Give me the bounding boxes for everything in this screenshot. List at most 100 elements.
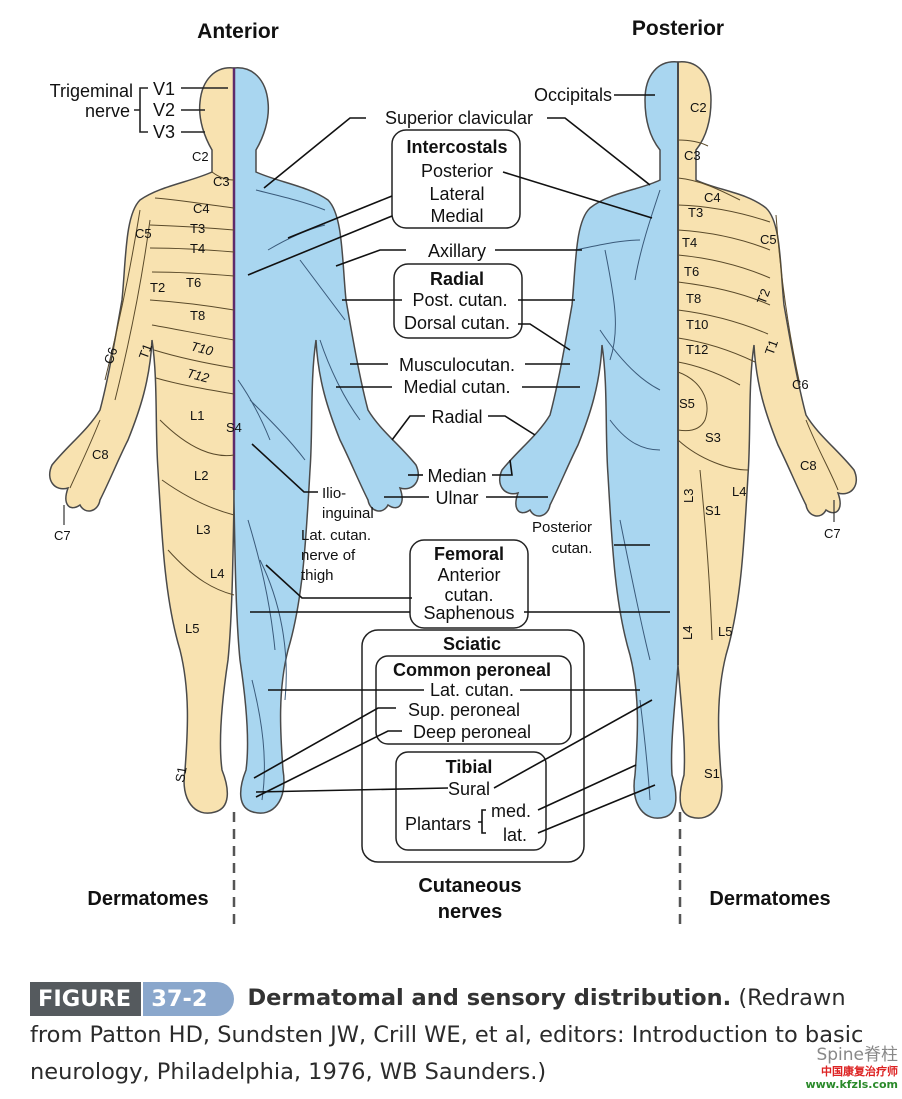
ant-dermatome-9: C6: [101, 345, 121, 366]
label-intercostals-medial: Medial: [430, 206, 483, 226]
nerve-boxes: [361, 129, 585, 863]
label-ulnar: Ulnar: [435, 488, 478, 508]
post-dermatome-7: T2: [754, 287, 773, 306]
label-saphenous: Saphenous: [423, 603, 514, 623]
post-dermatome-8: T8: [686, 291, 701, 306]
posterior-nerve-half: [498, 61, 679, 819]
post-dermatome-5: T4: [682, 235, 697, 250]
post-dermatome-22: S1: [704, 766, 720, 781]
posterior-dermatome-labels: C2 C3 C4 T3 C5 T4 T6 T2 T8 T10 T1 T12 C6…: [679, 100, 841, 781]
ant-dermatome-19: L4: [210, 566, 224, 581]
label-occipitals: Occipitals: [534, 85, 612, 105]
label-anterior-cutan-2: cutan.: [444, 585, 493, 605]
label-anterior-cutan-1: Anterior: [437, 565, 500, 585]
post-dermatome-21: L5: [718, 624, 732, 639]
post-dermatome-18: S1: [705, 503, 721, 518]
post-dermatome-16: L3: [681, 489, 696, 503]
leader-lines: [247, 94, 670, 834]
trigeminal-v2: V2: [153, 100, 175, 120]
ant-dermatome-3: C5: [135, 226, 152, 241]
label-latcut-thigh-3: thigh: [301, 567, 334, 584]
post-dermatome-0: C2: [690, 100, 707, 115]
label-plantar-med: med.: [491, 801, 531, 821]
nerve-labels: Occipitals Superior clavicular Intercost…: [385, 85, 612, 845]
label-radial: Radial: [431, 407, 482, 427]
post-dermatome-4: C5: [760, 232, 777, 247]
posterior-title: Posterior: [632, 17, 724, 40]
post-dermatome-20: L4: [680, 626, 695, 640]
anterior-figure: [48, 67, 420, 814]
dermatome-diagram: Anterior Posterior Trigeminal nerve V1 V…: [48, 17, 858, 930]
caption-text: (Redrawn from Patton HD, Sundsten JW, Cr…: [30, 985, 864, 1085]
post-dermatome-17: L4: [732, 484, 746, 499]
intercostals-box: [391, 129, 521, 229]
posterior-figure: [498, 61, 858, 819]
sciatic-box: [361, 629, 585, 863]
label-axillary: Axillary: [428, 241, 486, 261]
label-lat-cutan: Lat. cutan.: [430, 680, 514, 700]
anterior-dermatome-labels: C2 C3 C4 C5 T3 T4 T6 T2 T8 C6 T1 T10 T12…: [54, 149, 242, 784]
ant-dermatome-17: C7: [54, 528, 71, 543]
post-dermatome-12: C6: [792, 377, 809, 392]
femoral-labels: Femoral Anterior cutan. Saphenous: [423, 544, 514, 623]
watermark: Spine脊柱 中国康复治疗师 www.kfzls.com: [728, 1040, 898, 1091]
label-latcut-thigh-2: nerve of: [301, 547, 356, 564]
ant-dermatome-4: T3: [190, 221, 205, 236]
post-dermatome-6: T6: [684, 264, 699, 279]
tibial-box: [395, 751, 547, 851]
label-plantars: Plantars: [405, 814, 471, 834]
post-dermatome-1: C3: [684, 148, 701, 163]
ant-dermatome-6: T6: [186, 275, 201, 290]
ant-dermatome-0: C2: [192, 149, 209, 164]
label-radial-title: Radial: [430, 269, 484, 289]
post-dermatome-13: S5: [679, 396, 695, 411]
ant-dermatome-7: T2: [150, 280, 165, 295]
label-deep-peroneal: Deep peroneal: [413, 722, 531, 742]
trigeminal-v3: V3: [153, 122, 175, 142]
figure-word: FIGURE: [30, 981, 142, 1016]
label-sciatic-title: Sciatic: [443, 634, 501, 654]
ant-dermatome-15: C8: [92, 447, 109, 462]
watermark-sub2: www.kfzls.com: [805, 1078, 898, 1091]
label-ilio-1: Ilio-: [322, 485, 346, 502]
ant-dermatome-21: S1: [172, 765, 190, 783]
trigeminal-label-line1: Trigeminal: [50, 81, 133, 101]
ant-dermatome-2: C4: [193, 201, 210, 216]
label-intercostals-lateral: Lateral: [429, 184, 484, 204]
trigeminal-v1: V1: [153, 79, 175, 99]
label-median: Median: [427, 466, 486, 486]
post-dermatome-14: S3: [705, 430, 721, 445]
label-musculocutan: Musculocutan.: [399, 355, 515, 375]
anterior-nerve-half: [233, 67, 420, 814]
femoral-box: [409, 539, 529, 629]
post-dermatome-2: C4: [704, 190, 721, 205]
label-post-cutan: Post. cutan.: [412, 290, 507, 310]
ant-dermatome-20: L5: [185, 621, 199, 636]
watermark-sub1: 中国康复治疗师: [821, 1065, 898, 1078]
label-latcut-thigh-1: Lat. cutan.: [301, 527, 371, 544]
anterior-dermatome-half: [48, 67, 235, 814]
label-sup-peroneal: Sup. peroneal: [408, 700, 520, 720]
label-femoral-title: Femoral: [434, 544, 504, 564]
ant-dermatome-1: C3: [213, 174, 230, 189]
ant-dermatome-13: L1: [190, 408, 204, 423]
label-medial-cutan: Medial cutan.: [403, 377, 510, 397]
label-dermatomes-left: Dermatomes: [87, 888, 208, 910]
label-common-peroneal-title: Common peroneal: [393, 660, 551, 680]
label-intercostals-title: Intercostals: [406, 137, 507, 157]
label-posterior-cutan-leg-1: Posterior: [532, 519, 592, 536]
ant-dermatome-8: T8: [190, 308, 205, 323]
watermark-main: Spine脊柱: [816, 1045, 898, 1065]
ant-dermatome-14: S4: [226, 420, 242, 435]
post-dermatome-11: T12: [686, 342, 708, 357]
label-intercostals-posterior: Posterior: [421, 161, 493, 181]
post-dermatome-9: T10: [686, 317, 708, 332]
trigeminal-group: Trigeminal nerve V1 V2 V3: [50, 79, 228, 142]
label-tibial-title: Tibial: [446, 757, 493, 777]
ant-dermatome-18: L3: [196, 522, 210, 537]
label-ilio-2: inguinal: [322, 505, 374, 522]
trigeminal-label-line2: nerve: [85, 101, 130, 121]
ant-dermatome-10: T1: [136, 342, 155, 361]
